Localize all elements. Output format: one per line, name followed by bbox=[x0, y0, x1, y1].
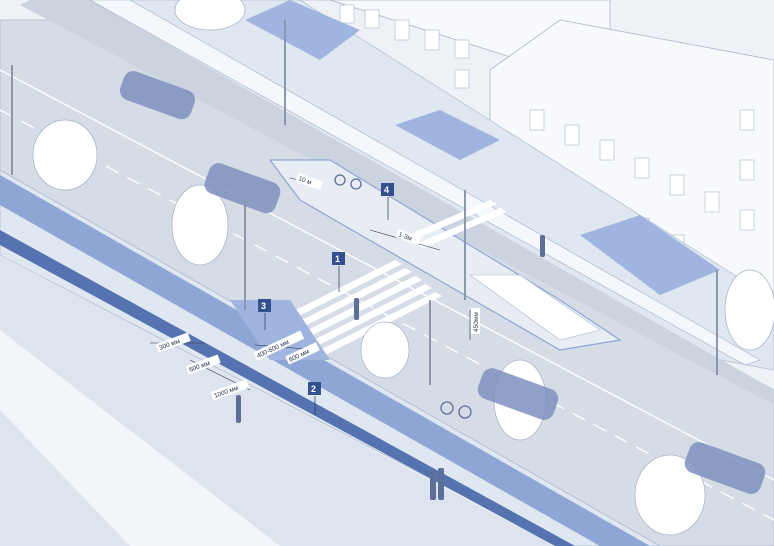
person-icon bbox=[236, 395, 241, 423]
marker-1: 1 bbox=[332, 252, 345, 292]
svg-text:3: 3 bbox=[261, 301, 266, 311]
lane-lines bbox=[0, 69, 774, 521]
lower-plaza-white bbox=[0, 330, 280, 546]
car-icon bbox=[204, 163, 281, 214]
cafe-zone-mid bbox=[395, 110, 500, 160]
cafe-zone-left bbox=[245, 0, 360, 60]
tree-icon bbox=[360, 321, 410, 379]
person-icon bbox=[438, 468, 444, 500]
svg-text:2: 2 bbox=[311, 384, 316, 394]
tree-icon bbox=[32, 119, 98, 191]
cars bbox=[119, 71, 766, 494]
car-icon bbox=[119, 71, 196, 120]
bicycle-icon bbox=[440, 401, 454, 415]
tree-icon bbox=[171, 184, 229, 266]
dimension-10m: 10 м bbox=[297, 175, 313, 186]
marker-2: 2 bbox=[308, 382, 321, 415]
dimension-1-3m: 1-3м bbox=[397, 231, 413, 243]
near-blue-curb bbox=[0, 230, 575, 546]
curb-extension bbox=[230, 300, 330, 360]
car-icon bbox=[684, 442, 766, 494]
bicycle-icon bbox=[334, 174, 346, 186]
dimension-450mm: 450мм bbox=[473, 312, 480, 332]
person-icon bbox=[430, 470, 436, 500]
median-planting bbox=[469, 274, 601, 341]
tree-icon bbox=[174, 0, 246, 31]
planting-strip-far bbox=[89, 0, 761, 366]
bicycle-icon bbox=[350, 178, 362, 190]
numbered-markers: 1 2 3 4 bbox=[258, 183, 394, 415]
person-icon bbox=[540, 235, 545, 257]
car-icon bbox=[477, 368, 559, 420]
pedestrians bbox=[236, 235, 545, 500]
person-icon bbox=[354, 298, 359, 320]
buildings bbox=[300, 0, 774, 331]
cafe-zone-right bbox=[580, 215, 720, 295]
bicycle-icon bbox=[458, 405, 472, 419]
tree-icon bbox=[724, 269, 774, 351]
svg-text:4: 4 bbox=[384, 185, 389, 195]
cyclists bbox=[334, 174, 472, 419]
svg-text:1: 1 bbox=[335, 254, 340, 264]
trees bbox=[32, 0, 774, 536]
marker-3: 3 bbox=[258, 299, 271, 330]
near-blue-strip bbox=[0, 175, 650, 546]
marker-4: 4 bbox=[381, 183, 394, 220]
near-sidewalk bbox=[0, 169, 661, 546]
street-lights bbox=[11, 20, 718, 385]
tree-icon bbox=[634, 454, 706, 536]
